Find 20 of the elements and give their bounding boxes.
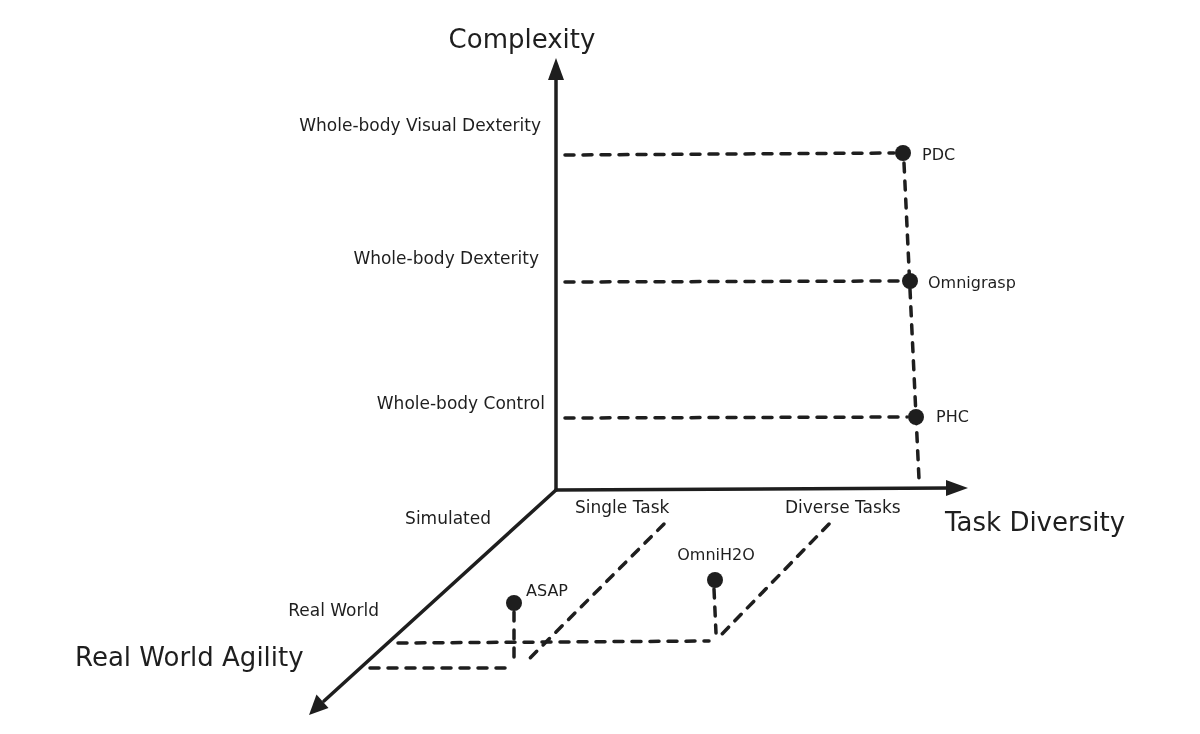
axis-title: Task Diversity [945,508,1126,538]
data-point [707,572,723,588]
data-point [506,595,522,611]
tick-label: Real World [288,601,379,621]
point-label: Omnigrasp [928,273,1016,293]
tick-label: Whole-body Control [376,394,545,414]
tick-label: Whole-body Dexterity [353,249,539,269]
tick-label: Single Task [575,498,670,518]
axis-title: Complexity [448,25,596,55]
point-label: PDC [922,145,956,165]
axis-title: Real World Agility [75,643,304,673]
data-point [908,409,924,425]
tick-label: Whole-body Visual Dexterity [299,116,541,136]
point-label: PHC [936,407,969,427]
tick-label: Simulated [405,509,491,529]
data-point [902,273,918,289]
data-point [895,145,911,161]
point-label: ASAP [526,581,568,601]
point-label: OmniH2O [677,545,755,565]
tick-label: Diverse Tasks [785,498,901,518]
